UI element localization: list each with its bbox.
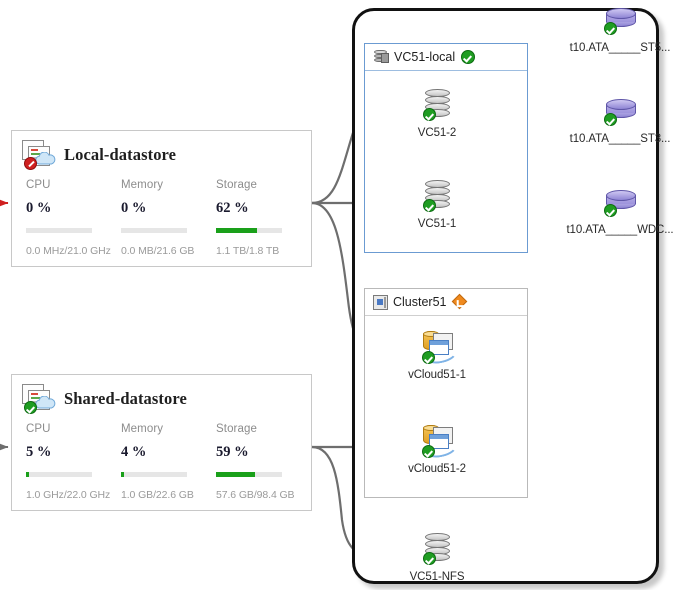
panel-shared-datastore-header: Shared-datastore — [12, 375, 311, 419]
node-disk-st3[interactable]: t10.ATA_____ST3... — [564, 91, 676, 145]
metric-cpu: CPU 0 % 0.0 MHz/21.0 GHz — [26, 179, 121, 257]
metric-memory-bar — [121, 472, 187, 477]
panel-shared-datastore-title: Shared-datastore — [64, 389, 187, 408]
database-stack-icon — [373, 49, 389, 65]
disk-puck-icon — [600, 0, 640, 40]
node-vcloud51-1[interactable]: vCloud51-1 — [382, 327, 492, 381]
ok-badge-icon — [24, 401, 37, 414]
node-vc51-nfs-label: VC51-NFS — [409, 571, 465, 583]
metric-cpu: CPU 5 % 1.0 GHz/22.0 GHz — [26, 423, 121, 501]
metric-cpu-bar — [26, 472, 92, 477]
panel-shared-datastore-metrics: CPU 5 % 1.0 GHz/22.0 GHz Memory 4 % 1.0 … — [12, 419, 311, 501]
ok-badge-icon — [422, 445, 435, 458]
cloud-glyph — [35, 152, 56, 165]
vapp-icon — [417, 327, 459, 367]
metric-storage-label: Storage — [216, 423, 257, 435]
metric-storage-value: 62 % — [216, 200, 249, 216]
metric-memory-bar — [121, 228, 187, 233]
database-cylinder-icon — [417, 85, 457, 125]
ok-badge-icon — [604, 22, 617, 35]
metric-cpu-value: 5 % — [26, 444, 52, 460]
node-vcloud51-2[interactable]: vCloud51-2 — [382, 421, 492, 475]
metric-cpu-value: 0 % — [26, 200, 52, 216]
ok-badge-icon — [604, 113, 617, 126]
panel-local-datastore-header: Local-datastore — [12, 131, 311, 175]
datastore-cloud-icon — [22, 383, 56, 415]
metric-cpu-bar — [26, 228, 92, 233]
node-vc51-1[interactable]: VC51-1 — [382, 176, 492, 230]
ok-badge-icon — [604, 204, 617, 217]
disk-puck-icon — [600, 182, 640, 222]
metric-storage: Storage 59 % 57.6 GB/98.4 GB — [216, 423, 311, 501]
ok-badge-icon — [423, 199, 436, 212]
datastore-cloud-icon — [22, 139, 56, 171]
node-disk-wdc-label: t10.ATA_____WDC... — [566, 224, 674, 236]
panel-local-datastore-title: Local-datastore — [64, 145, 177, 164]
node-disk-wdc[interactable]: t10.ATA_____WDC... — [564, 182, 676, 236]
node-vc51-2-label: VC51-2 — [417, 127, 457, 139]
node-vc51-2[interactable]: VC51-2 — [382, 85, 492, 139]
ok-badge-icon — [423, 552, 436, 565]
metric-cpu-label: CPU — [26, 179, 51, 191]
panel-local-datastore[interactable]: Local-datastore CPU 0 % 0.0 MHz/21.0 GHz… — [11, 130, 312, 267]
metric-memory-value: 0 % — [121, 200, 147, 216]
panel-local-datastore-metrics: CPU 0 % 0.0 MHz/21.0 GHz Memory 0 % 0.0 … — [12, 175, 311, 257]
disk-puck-icon — [600, 91, 640, 131]
node-disk-st3-label: t10.ATA_____ST3... — [569, 133, 671, 145]
metric-storage-value: 59 % — [216, 444, 249, 460]
metric-storage: Storage 62 % 1.1 TB/1.8 TB — [216, 179, 311, 257]
database-cylinder-icon — [417, 176, 457, 216]
metric-memory-sub: 1.0 GB/22.6 GB — [121, 489, 194, 501]
warning-diamond-icon — [451, 293, 467, 310]
database-cylinder-icon — [417, 529, 457, 569]
node-vcloud51-2-label: vCloud51-2 — [408, 463, 466, 475]
metric-cpu-label: CPU — [26, 423, 51, 435]
error-badge-icon — [24, 157, 37, 170]
metric-storage-sub: 1.1 TB/1.8 TB — [216, 245, 280, 257]
node-vcloud51-1-label: vCloud51-1 — [408, 369, 466, 381]
metric-memory: Memory 0 % 0.0 MB/21.6 GB — [121, 179, 216, 257]
ok-badge-icon — [423, 108, 436, 121]
group-vc51-local-label: VC51-local — [394, 50, 456, 64]
group-vc51-local-header: VC51-local — [365, 44, 527, 71]
vapp-icon — [417, 421, 459, 461]
node-disk-st5-label: t10.ATA_____ST5... — [569, 42, 671, 54]
metric-storage-label: Storage — [216, 179, 257, 191]
metric-memory: Memory 4 % 1.0 GB/22.6 GB — [121, 423, 216, 501]
metric-storage-bar — [216, 472, 282, 477]
group-cluster51-header: Cluster51 — [365, 289, 527, 316]
metric-memory-label: Memory — [121, 423, 164, 435]
metric-cpu-sub: 0.0 MHz/21.0 GHz — [26, 245, 111, 257]
metric-cpu-sub: 1.0 GHz/22.0 GHz — [26, 489, 111, 501]
cluster-icon — [373, 294, 388, 310]
ok-badge-icon — [461, 50, 476, 64]
cloud-glyph — [35, 396, 56, 409]
ok-badge-icon — [422, 351, 435, 364]
group-vc51-local[interactable]: VC51-local — [364, 43, 528, 253]
metric-memory-label: Memory — [121, 179, 164, 191]
group-cluster51[interactable]: Cluster51 — [364, 288, 528, 498]
metric-storage-sub: 57.6 GB/98.4 GB — [216, 489, 295, 501]
group-cluster51-label: Cluster51 — [393, 295, 447, 309]
node-vc51-1-label: VC51-1 — [417, 218, 457, 230]
panel-shared-datastore[interactable]: Shared-datastore CPU 5 % 1.0 GHz/22.0 GH… — [11, 374, 312, 511]
node-disk-st5[interactable]: t10.ATA_____ST5... — [564, 0, 676, 54]
metric-memory-value: 4 % — [121, 444, 147, 460]
node-vc51-nfs[interactable]: VC51-NFS — [382, 529, 492, 583]
metric-memory-sub: 0.0 MB/21.6 GB — [121, 245, 195, 257]
metric-storage-bar — [216, 228, 282, 233]
